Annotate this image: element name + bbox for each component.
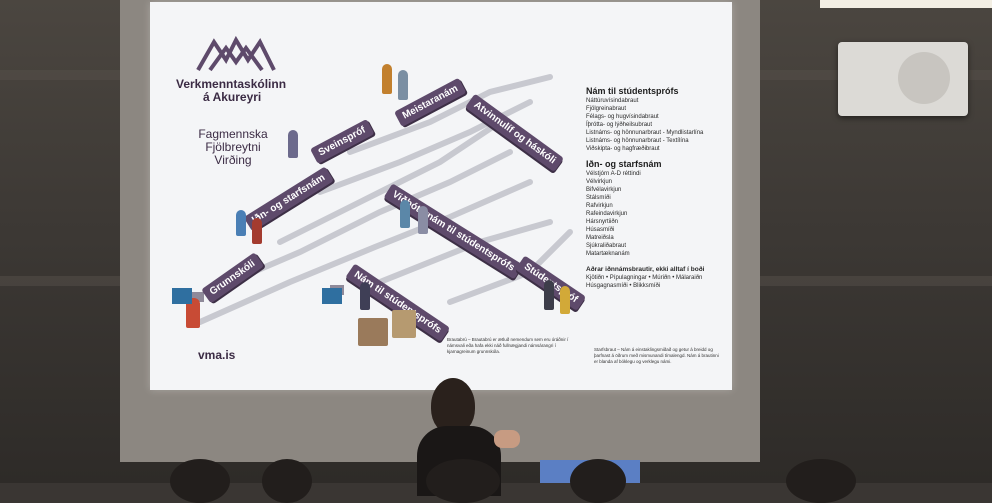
list-item: Listnáms- og hönnunarbraut - Myndlistarl… [586, 130, 704, 136]
presenter-hands [494, 430, 520, 448]
school-name: Verkmenntaskólinn [176, 77, 287, 91]
student-figure-icon [186, 298, 200, 328]
list-item: Bifvélavirkjun [586, 187, 622, 193]
list-item: Náttúruvísindabraut [586, 98, 639, 104]
side-panel: Nám til stúdentsprófs Náttúruvísindabrau… [586, 86, 726, 290]
worker-figure-icon [398, 70, 408, 100]
slogan-line: Fjölbreytni [205, 140, 261, 154]
ceiling-light [820, 0, 992, 8]
audience-head [426, 459, 500, 503]
list-item: Vélvirkjun [586, 179, 613, 185]
audience-head [170, 459, 230, 503]
list-item: Húsgagnasmíði • Blikksmíði [586, 283, 661, 289]
desk-icon [358, 318, 388, 346]
worker-figure-icon [382, 64, 392, 94]
school-url: vma.is [198, 348, 236, 362]
worker-figure-icon [252, 218, 262, 244]
list-item: Rafeindavirkjun [586, 211, 628, 217]
list-item: Kjötiðn • Pípulagningar • Múriðn • Málar… [586, 275, 703, 281]
list-item: Húsasmíði [586, 227, 615, 233]
list-item: Viðskipta- og hagfræðibraut [586, 146, 660, 152]
chalkboard-icon [172, 288, 192, 304]
chalkboard-icon [322, 288, 342, 304]
slogan-line: Virðing [214, 153, 252, 167]
list-item: Matartæknanám [586, 251, 630, 257]
section-title: Nám til stúdentsprófs [586, 86, 679, 96]
note-starfsbraut: Starfsbraut – Nám á einstaklingsmiðað og… [594, 347, 719, 364]
list-item: Stálsmíði [586, 195, 611, 201]
list-item: Rafvirkjun [586, 203, 613, 209]
section-title: Aðrar iðnnámsbrautir, ekki alltaf í boði [586, 266, 705, 273]
list-item: Hársnyrtiiðn [586, 219, 619, 225]
school-city: á Akureyri [203, 90, 262, 104]
student-figure-icon [418, 206, 428, 234]
list-item: Félags- og hugvísindabraut [586, 114, 659, 120]
list-item: Fjölgreinabraut [586, 106, 627, 112]
graduate-figure-icon [560, 286, 570, 314]
slogan-line: Fagmennska [198, 127, 268, 141]
audience-head [262, 459, 312, 503]
list-item: Listnáms- og hönnunarbraut - Textílína [586, 138, 689, 144]
graduate-figure-icon [544, 280, 554, 310]
student-figure-icon [360, 282, 370, 310]
audience-head [786, 459, 856, 503]
wall-speaker [838, 42, 968, 116]
student-figure-icon [400, 200, 410, 228]
section-title: Iðn- og starfsnám [586, 159, 662, 169]
list-item: Matreiðsla [586, 235, 614, 241]
list-item: Vélstjórn A-D réttindi [586, 171, 641, 177]
desk-icon [392, 310, 416, 338]
note-brautabru: Brautabrú – Brautabrú er ætluð nemendum … [447, 337, 569, 354]
list-item: Íþrótta- og lýðheilsubraut [586, 122, 653, 128]
audience-head [570, 459, 626, 503]
worker-figure-icon [288, 130, 298, 158]
list-item: Sjúkraliðabraut [586, 243, 627, 249]
worker-figure-icon [236, 210, 246, 236]
school-logo-icon [196, 35, 276, 72]
